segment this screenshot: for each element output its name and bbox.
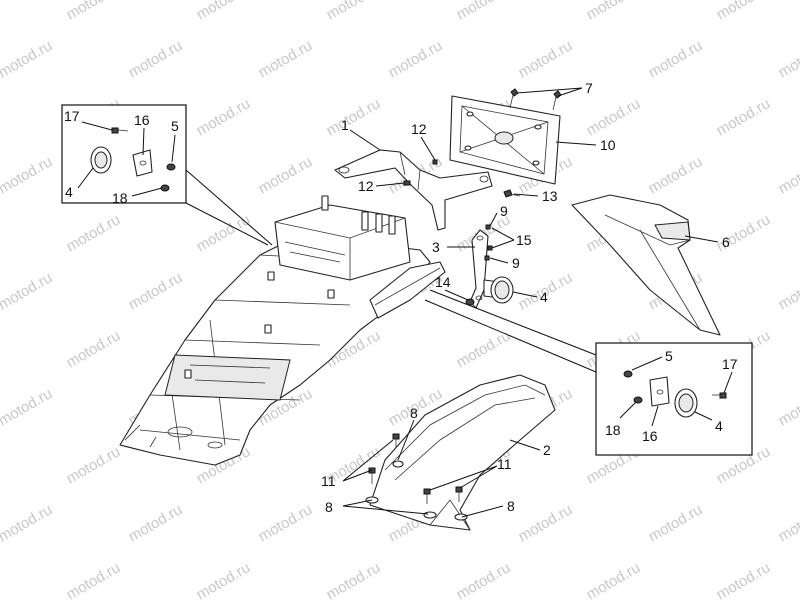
callout-17-right: 17 bbox=[722, 356, 738, 372]
callout-15: 15 bbox=[516, 232, 532, 248]
callout-4-center: 4 bbox=[540, 289, 548, 305]
callout-2: 2 bbox=[543, 442, 551, 458]
part-4-reflector-center bbox=[490, 276, 514, 304]
callout-17-left: 17 bbox=[64, 108, 80, 124]
part-6-mudguard-flap bbox=[571, 194, 721, 336]
callout-14: 14 bbox=[435, 274, 451, 290]
callout-5-right: 5 bbox=[665, 348, 673, 364]
callout-12-bottom: 12 bbox=[358, 178, 374, 194]
callout-8-top: 8 bbox=[410, 405, 418, 421]
callout-6: 6 bbox=[722, 234, 730, 250]
callout-4-right: 4 bbox=[715, 418, 723, 434]
callout-4-left: 4 bbox=[65, 184, 73, 200]
callout-10: 10 bbox=[600, 137, 616, 153]
part-1-support-bracket bbox=[334, 149, 493, 231]
detail-box-left bbox=[61, 104, 273, 246]
callout-8-left: 8 bbox=[325, 499, 333, 515]
callout-1: 1 bbox=[341, 117, 349, 133]
callout-18-left: 18 bbox=[112, 190, 128, 206]
callout-9-bottom: 9 bbox=[512, 255, 520, 271]
callout-labels: 1 2 3 4 4 4 5 5 6 7 8 8 8 9 9 10 11 11 1… bbox=[64, 80, 738, 515]
part-10-plate-holder bbox=[449, 95, 561, 185]
callout-11-right: 11 bbox=[497, 456, 512, 472]
rear-frame-undertray bbox=[119, 195, 446, 466]
part-2-rear-fender bbox=[369, 374, 556, 531]
leader-lines bbox=[77, 87, 733, 518]
callout-3: 3 bbox=[432, 239, 440, 255]
callout-16-left: 16 bbox=[134, 112, 150, 128]
callout-8-right: 8 bbox=[507, 498, 515, 514]
detail-box-right bbox=[424, 289, 753, 456]
callout-16-right: 16 bbox=[642, 428, 658, 444]
callout-5-left: 5 bbox=[171, 118, 179, 134]
callout-7: 7 bbox=[585, 80, 593, 96]
callout-12-top: 12 bbox=[411, 121, 427, 137]
callout-11-left: 11 bbox=[321, 473, 336, 489]
callout-18-right: 18 bbox=[605, 422, 621, 438]
callout-13: 13 bbox=[542, 188, 558, 204]
callout-9-top: 9 bbox=[500, 203, 508, 219]
